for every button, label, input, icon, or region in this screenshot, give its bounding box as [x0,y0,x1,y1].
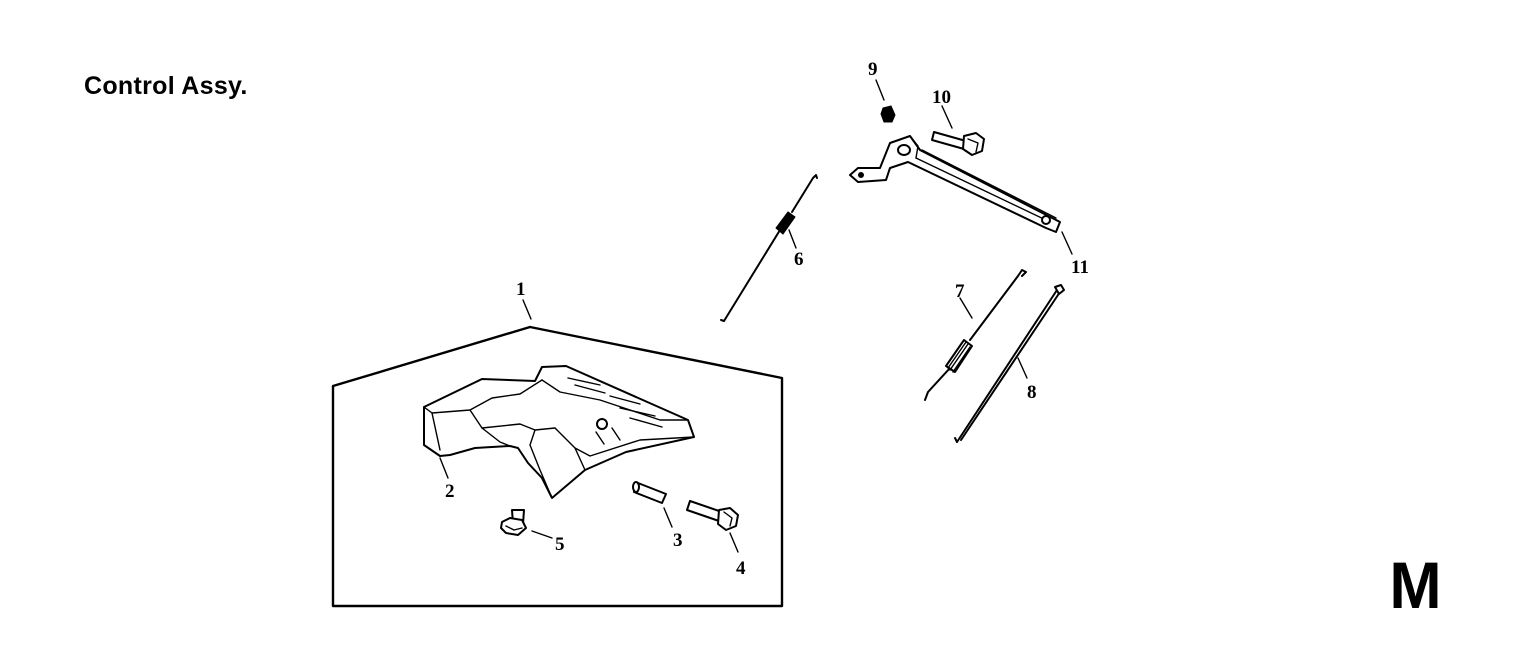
callout-4: 4 [736,558,746,579]
callout-8: 8 [1027,382,1037,403]
group-frame [331,325,784,608]
part-11-control-lever [849,135,1061,233]
diagram-title: Control Assy. [84,72,248,100]
callout-labels: 1 2 3 4 5 6 7 8 9 10 11 [445,59,1089,579]
part-9-nut [880,105,896,123]
callout-9: 9 [868,59,878,80]
part-5-bolt [500,509,527,536]
callout-2: 2 [445,481,455,502]
part-8-rod [954,284,1065,443]
callout-6: 6 [794,249,804,270]
part-10-bolt [931,131,985,156]
part-2-control-cover [423,365,695,499]
part-7-spring-rod [924,269,1027,401]
callout-5: 5 [555,534,565,555]
callout-7: 7 [955,281,965,302]
part-4-flange-bolt [686,500,739,531]
part-3-pin [632,481,667,504]
callout-1: 1 [516,279,526,300]
callout-10: 10 [932,87,951,108]
part-6-spring-rod [720,174,818,322]
callout-3: 3 [673,530,683,551]
leader-lines [439,79,1073,553]
section-letter: M [1389,548,1442,622]
callout-11: 11 [1071,257,1089,278]
